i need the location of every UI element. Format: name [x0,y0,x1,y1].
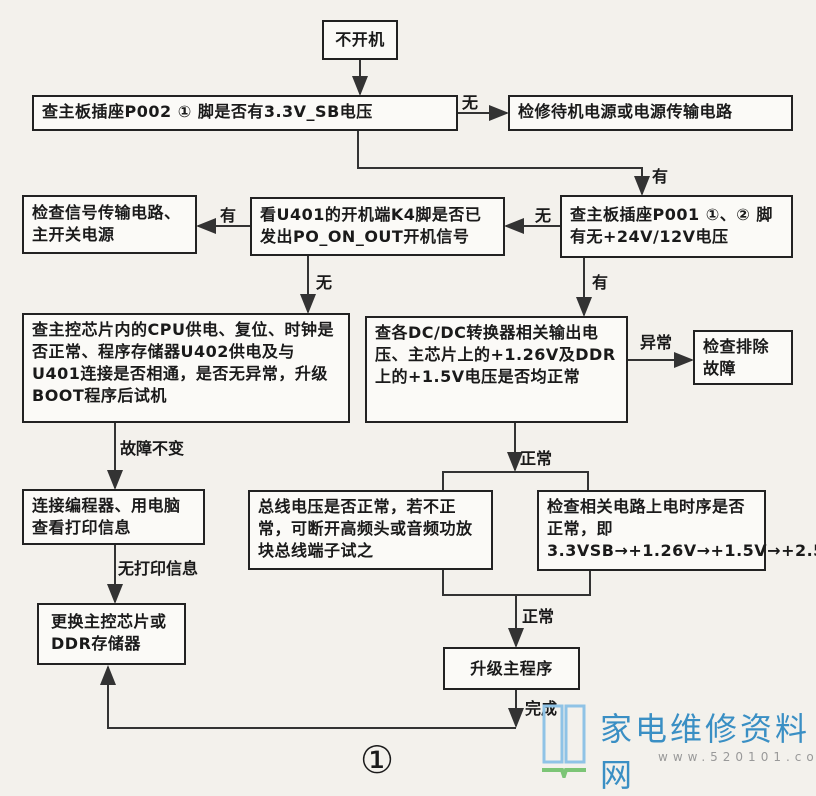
power-sequence-box: 检查相关电路上电时序是否正常，即3.3VSB→+1.26V→+1.5V→+2.5… [537,490,816,571]
check-signal-box: 检查信号传输电路、主开关电源 [22,195,197,254]
check-p002-box: 查主板插座P002 ① 脚是否有3.3V_SB电压 [32,95,458,131]
label-abnormal: 异常 [640,333,673,352]
label-yes: 有 [220,206,237,225]
watermark-url: www.520101.com [658,750,816,764]
repair-standby-box: 检修待机电源或电源传输电路 [508,95,793,131]
label-yes: 有 [592,273,609,292]
book-icon [542,704,586,783]
label-no-print: 无打印信息 [118,559,199,578]
label-done: 完成 [525,699,558,718]
check-u401-box: 看U401的开机端K4脚是否已发出PO_ON_OUT开机信号 [250,197,505,256]
label-yes: 有 [652,167,669,186]
watermark-name: 家电维修资料网 [600,710,811,794]
check-p001-box: 查主板插座P001 ①、② 脚有无+24V/12V电压 [560,195,793,258]
programmer-box: 连接编程器、用电脑查看打印信息 [22,489,205,545]
label-fault-same: 故障不变 [120,439,185,458]
fix-fault-box: 检查排除故障 [693,330,793,385]
label-normal: 正常 [522,607,555,626]
check-dcdc-box: 查各DC/DC转换器相关输出电压、主芯片上的+1.26V及DDR上的+1.5V电… [365,316,628,423]
upgrade-box: 升级主程序 [443,647,580,690]
label-no: 无 [535,206,552,225]
watermark-logo: 家电维修资料网 www.520101.com [540,700,816,794]
start-box: 不开机 [322,20,398,60]
label-normal: 正常 [520,449,553,468]
label-no: 无 [462,93,479,112]
replace-chip-box: 更换主控芯片或DDR存储器 [37,603,186,665]
check-cpu-box: 查主控芯片内的CPU供电、复位、时钟是否正常、程序存储器U402供电及与U401… [22,313,350,423]
bus-voltage-box: 总线电压是否正常，若不正常，可断开高频头或音频功放块总线端子试之 [248,490,493,570]
figure-number: ① [360,738,395,782]
label-no: 无 [316,273,333,292]
